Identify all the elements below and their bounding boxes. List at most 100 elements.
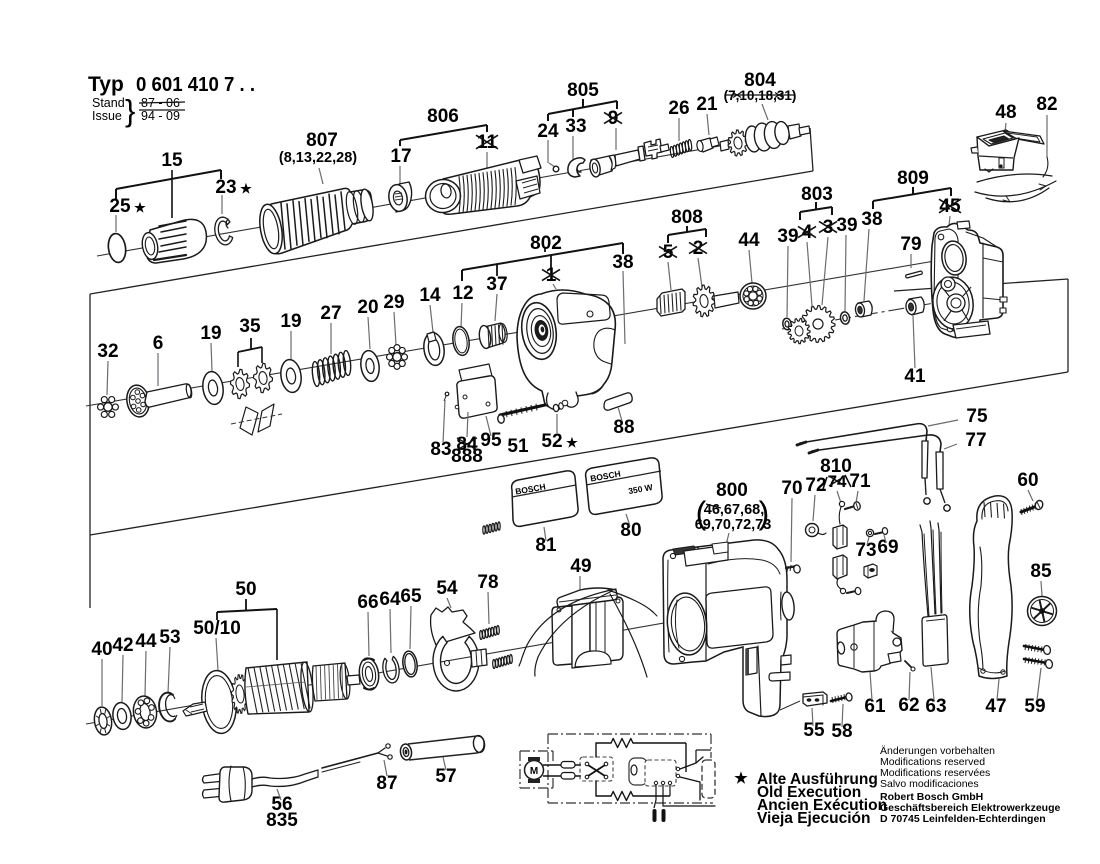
svg-text:37: 37 [486,274,507,295]
svg-text:32: 32 [97,341,118,362]
svg-text:63: 63 [925,696,946,717]
svg-text:48: 48 [995,102,1016,123]
svg-text:61: 61 [864,696,886,717]
svg-text:}: } [125,93,135,128]
svg-text:Modifications reserved: Modifications reserved [880,756,985,768]
svg-text:40: 40 [91,639,112,660]
svg-text:87: 87 [376,773,397,794]
svg-text:77: 77 [965,430,986,451]
svg-text:58: 58 [831,721,852,742]
svg-text:52: 52 [541,431,562,452]
svg-text:Issue: Issue [92,109,122,123]
svg-text:Robert Bosch GmbH: Robert Bosch GmbH [880,791,983,803]
svg-text:805: 805 [567,80,599,101]
svg-text:71: 71 [849,471,871,492]
svg-text:19: 19 [200,323,221,344]
svg-text:807: 807 [306,130,338,151]
svg-text:65: 65 [400,586,422,607]
svg-text:49: 49 [570,556,591,577]
svg-text:54: 54 [436,578,458,599]
svg-text:82: 82 [1036,94,1057,115]
svg-text:★: ★ [734,770,748,787]
svg-text:21: 21 [696,94,718,115]
svg-text:50: 50 [235,579,256,600]
svg-text:80: 80 [620,520,641,541]
svg-text:46,67,68,: 46,67,68, [704,502,764,518]
svg-text:55: 55 [803,720,825,741]
svg-text:88: 88 [613,417,634,438]
svg-text:D 70745 Leinfelden-Echterdinge: D 70745 Leinfelden-Echterdingen [880,813,1046,825]
svg-text:62: 62 [898,695,919,716]
svg-text:27: 27 [320,303,341,324]
svg-text:Old Execution: Old Execution [757,784,861,801]
svg-text:6: 6 [153,333,164,354]
svg-text:35: 35 [239,316,261,337]
svg-text:38: 38 [861,209,882,230]
svg-text:★: ★ [240,181,252,196]
svg-text:20: 20 [357,297,378,318]
svg-text:808: 808 [671,207,703,228]
svg-text:38: 38 [612,252,633,273]
svg-text:25: 25 [109,196,131,217]
svg-text:44: 44 [135,631,157,652]
svg-text:75: 75 [966,406,988,427]
svg-text:64: 64 [379,589,401,610]
svg-text:24: 24 [537,121,559,142]
svg-text:41: 41 [904,366,926,387]
svg-text:Vieja Ejecución: Vieja Ejecución [757,810,870,827]
svg-text:47: 47 [985,696,1006,717]
svg-text:29: 29 [383,292,404,313]
svg-text:Stand: Stand [92,96,125,110]
svg-text:Typ: Typ [88,73,124,96]
svg-text:57: 57 [435,766,456,787]
svg-text:800: 800 [716,480,748,501]
svg-text:39: 39 [777,226,798,247]
svg-text:44: 44 [738,230,760,251]
svg-text:33: 33 [565,116,586,137]
svg-text:803: 803 [801,184,833,205]
svg-text:★: ★ [134,200,146,215]
svg-text:69,70,72,73: 69,70,72,73 [695,517,772,533]
svg-text:Alte Ausführung: Alte Ausführung [757,771,878,788]
svg-text:19: 19 [280,311,301,332]
svg-text:72: 72 [805,475,826,496]
svg-text:39: 39 [836,215,857,236]
svg-text:51: 51 [507,436,529,457]
svg-text:809: 809 [897,168,929,189]
svg-text:69: 69 [877,537,898,558]
svg-text:M: M [530,766,538,777]
svg-text:78: 78 [477,572,498,593]
svg-text:14: 14 [419,285,441,306]
svg-text:79: 79 [900,234,921,255]
svg-text:23: 23 [215,177,236,198]
svg-text:95: 95 [480,430,502,451]
svg-text:73: 73 [855,540,876,561]
svg-text:85: 85 [1030,561,1052,582]
svg-text:81: 81 [535,535,557,556]
svg-text:0 601 410 7 . .: 0 601 410 7 . . [136,74,255,96]
svg-text:53: 53 [159,627,180,648]
svg-text:Salvo modificaciones: Salvo modificaciones [880,778,979,790]
svg-text:56: 56 [271,794,292,815]
svg-text:59: 59 [1024,696,1045,717]
svg-text:70: 70 [781,478,802,499]
svg-text:17: 17 [390,146,411,167]
svg-text:Änderungen vorbehalten: Änderungen vorbehalten [880,745,995,757]
svg-text:42: 42 [112,635,133,656]
svg-text:888: 888 [451,446,483,467]
svg-text:): ) [759,495,770,531]
svg-text:Geschäftsbereich Elektrowerkze: Geschäftsbereich Elektrowerkzeuge [880,802,1060,814]
svg-text:26: 26 [668,98,689,119]
svg-text:Modifications reservées: Modifications reservées [880,767,990,779]
svg-text:(8,13,22,28): (8,13,22,28) [279,150,357,166]
svg-text:804: 804 [744,70,776,91]
svg-text:66: 66 [357,592,378,613]
svg-text:350 W: 350 W [628,482,655,496]
svg-text:835: 835 [266,810,298,831]
svg-text:60: 60 [1017,470,1038,491]
svg-text:94 - 09: 94 - 09 [141,109,180,123]
svg-text:15: 15 [161,150,183,171]
svg-text:810: 810 [820,456,852,477]
svg-text:50/10: 50/10 [193,618,241,639]
svg-text:802: 802 [530,233,562,254]
